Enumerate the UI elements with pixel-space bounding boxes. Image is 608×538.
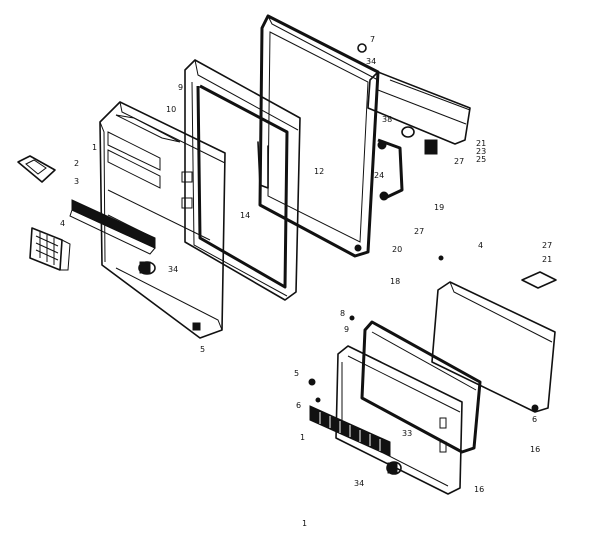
- label-25: 25: [476, 155, 486, 164]
- upper-hinge-pin: [192, 322, 201, 331]
- label-38: 38: [382, 115, 392, 124]
- label-6-lower: 6: [296, 401, 301, 410]
- lower-screw-c: [349, 315, 355, 321]
- upper-hinge-bracket: [367, 71, 471, 145]
- keypad-part: [29, 227, 71, 271]
- label-21-right: 21: [542, 255, 552, 264]
- label-14: 14: [240, 211, 250, 220]
- lower-control-strip: [309, 405, 391, 457]
- lower-screw-a: [308, 378, 316, 386]
- label-1-upper: 1: [92, 143, 97, 152]
- label-18: 18: [390, 277, 400, 286]
- lower-door-handle: [386, 461, 402, 475]
- upper-outer-door-panel: [99, 101, 226, 339]
- screw-part: [438, 255, 444, 261]
- label-27-right: 27: [542, 241, 552, 250]
- label-27-mid: 27: [454, 157, 464, 166]
- label-4-left: 4: [60, 219, 65, 228]
- part-labels: 7 34 9 10 38 21 23 25 27 1 2 3 12 24 14 …: [60, 35, 552, 528]
- latch-assembly: [357, 43, 438, 201]
- label-2: 2: [74, 159, 79, 168]
- upper-door-handle: [138, 261, 156, 275]
- label-33: 33: [402, 429, 412, 438]
- label-5-upper: 5: [200, 345, 205, 354]
- label-20: 20: [392, 245, 402, 254]
- label-24: 24: [374, 171, 384, 180]
- label-12: 12: [314, 167, 324, 176]
- label-3: 3: [74, 177, 79, 186]
- label-9-top: 9: [178, 83, 183, 92]
- label-27-lower: 27: [414, 227, 424, 236]
- label-34-upper-handle: 34: [168, 265, 178, 274]
- label-16-bottom: 16: [474, 485, 484, 494]
- label-34-top: 34: [366, 57, 376, 66]
- label-23: 23: [476, 147, 486, 156]
- label-16-right: 16: [530, 445, 540, 454]
- label-6-right: 6: [532, 415, 537, 424]
- lower-door-liner: [431, 281, 556, 413]
- label-1-lower: 1: [300, 433, 305, 442]
- upper-control-strip: [69, 199, 156, 255]
- label-21-top: 21: [476, 139, 486, 148]
- label-19: 19: [434, 203, 444, 212]
- label-9-lower: 9: [344, 325, 349, 334]
- label-7-top: 7: [370, 35, 375, 44]
- bracket-part: [521, 271, 557, 289]
- label-10: 10: [166, 105, 176, 114]
- page-mark: 1: [302, 519, 307, 528]
- upper-insulation-frame: [184, 59, 301, 301]
- label-34-lower: 34: [354, 479, 364, 488]
- vent-grille-part: [17, 155, 56, 183]
- label-5-lower: 5: [294, 369, 299, 378]
- upper-door-liner: [258, 14, 380, 258]
- label-8: 8: [340, 309, 345, 318]
- lower-insulation-frame: [360, 320, 482, 454]
- lower-screw-b: [315, 397, 321, 403]
- label-4-right: 4: [478, 241, 483, 250]
